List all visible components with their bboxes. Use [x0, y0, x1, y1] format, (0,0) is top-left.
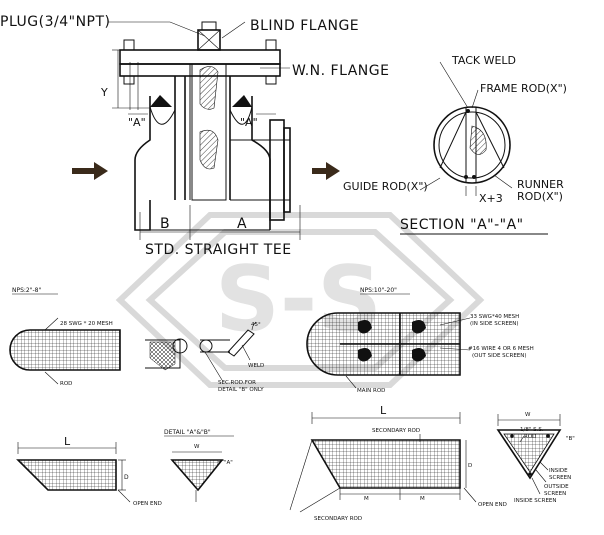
a-detail-mark: "A": [224, 460, 233, 466]
secondary-rod-top: SECONDARY ROD: [372, 428, 420, 434]
conical-screen-right: [289, 412, 477, 513]
main-rod-label: MAIN ROD: [357, 388, 385, 394]
sec-rod-note2: DETAIL "B" ONLY: [218, 387, 264, 393]
dim-m2: M: [420, 496, 425, 502]
detail-ab-title: DETAIL "A"&"B": [164, 429, 211, 436]
dim-l-right: L: [380, 404, 387, 417]
flow-arrow-out: [312, 162, 340, 180]
dim-b-label: B: [160, 216, 170, 232]
dim-d-left: D: [124, 474, 129, 481]
flow-arrow-in: [72, 162, 108, 180]
secondary-rod-bottom: SECONDARY ROD: [314, 516, 362, 522]
dim-w-right: W: [525, 412, 531, 418]
mesh-33-label: 33 SWG*40 MESH: [470, 314, 519, 320]
ss-rod-label2: ROD: [524, 434, 536, 440]
nps-large-label: NPS:10"-20": [360, 287, 397, 294]
mesh-28-label: 28 SWG * 20 MESH: [60, 321, 113, 327]
blind-flange-label: BLIND FLANGE: [250, 18, 359, 34]
a-mark-right: "A": [240, 116, 258, 129]
inside-screen1: INSIDE: [549, 468, 568, 474]
tack-weld-label: TACK WELD: [451, 54, 516, 67]
out-side-screen-label: (OUT SIDE SCREEN): [472, 353, 527, 359]
in-side-screen-label: (IN SIDE SCREEN): [470, 321, 519, 327]
x-plus-3-label: X+3: [479, 192, 503, 205]
section-aa-title: SECTION "A"-"A": [400, 217, 524, 233]
plug-label: PLUG(3/4"NPT): [0, 14, 111, 30]
nps-small-label: NPS:2"-8": [12, 287, 41, 294]
weld-label: WELD: [248, 363, 264, 369]
detail-section-right: [496, 414, 562, 495]
open-end-left: OPEN END: [133, 501, 162, 507]
frame-rod-label: FRAME ROD(X"): [480, 82, 567, 95]
angle-45-label: 45°: [251, 322, 261, 328]
sec-rod-note1: SEC.ROD.FOR: [218, 380, 256, 386]
tee-assembly: [112, 21, 301, 240]
detail-ab-section: [170, 451, 225, 502]
inside-screen-bottom: INSIDE SCREEN: [514, 498, 557, 504]
guide-rod-label: GUIDE ROD(X"): [343, 180, 428, 193]
dim-w-detail: W: [194, 444, 200, 450]
dim-l-left: L: [64, 435, 71, 448]
runner-rod-label: ROD(X"): [517, 190, 563, 203]
rod-weld-detail: [145, 321, 257, 381]
a-mark-left: "A": [128, 116, 146, 129]
rod-label: ROD: [60, 381, 72, 387]
dim-m1: M: [364, 496, 369, 502]
dim-d-right: D: [468, 463, 472, 469]
dim-a-label: A: [237, 216, 247, 232]
small-screen-basket: [9, 317, 121, 385]
b-mark: "B": [566, 436, 575, 442]
ss-rod-label1: 1/8" S.S.: [520, 427, 544, 433]
wire-16-label: #16 WIRE 4 OR 6 MESH: [468, 346, 534, 352]
section-aa: [400, 61, 548, 235]
inside-screen2: SCREEN: [549, 475, 571, 481]
conical-screen-left: [16, 442, 131, 503]
open-end-right: OPEN END: [478, 502, 507, 508]
y-dimension-label: Y: [100, 86, 108, 99]
wn-flange-label: W.N. FLANGE: [292, 63, 389, 79]
std-tee-label: STD. STRAIGHT TEE: [145, 242, 292, 258]
large-screen-basket: [306, 312, 471, 389]
outside-screen1: OUTSIDE: [544, 484, 569, 490]
outside-screen2: SCREEN: [544, 491, 566, 497]
runner-label: RUNNER: [517, 178, 564, 191]
